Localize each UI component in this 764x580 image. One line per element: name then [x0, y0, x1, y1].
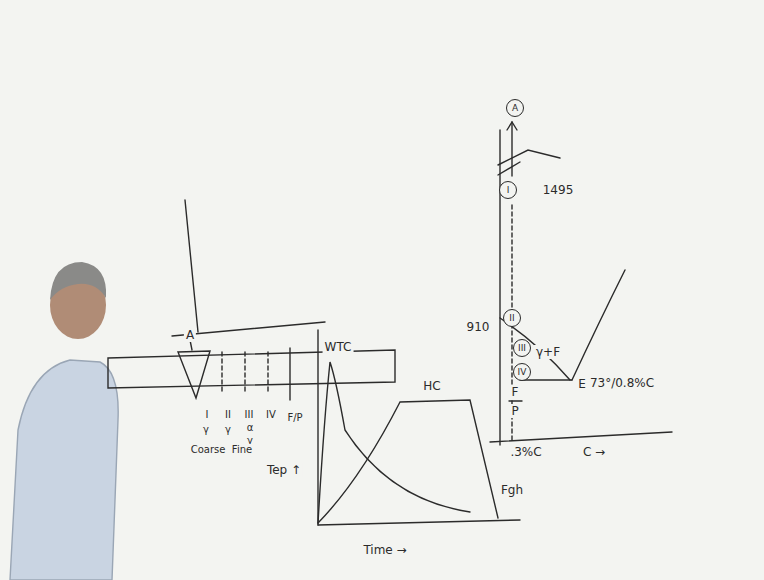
callout-circle: III: [513, 339, 531, 357]
callout-circle: A: [506, 99, 524, 117]
board-label: .3%C: [508, 445, 543, 459]
board-label: 73°/0.8%C: [588, 376, 656, 390]
board-label: Fine: [230, 444, 254, 456]
board-label: Time →: [361, 543, 408, 557]
callout-number: II: [509, 314, 514, 323]
callout-circle: I: [499, 181, 517, 199]
callout-circle: II: [503, 309, 521, 327]
board-label: HC: [421, 379, 442, 393]
callout-circle: IV: [513, 363, 531, 381]
board-label: γ: [201, 424, 211, 436]
board-label: E: [576, 377, 588, 391]
board-label: 1495: [541, 183, 576, 197]
callout-number: III: [518, 344, 526, 353]
board-label: γ: [223, 424, 233, 436]
board-label: Coarse: [189, 444, 228, 456]
board-label: WTC: [323, 340, 354, 354]
board-label: Tep ↑: [265, 463, 303, 477]
board-label: γ+F: [534, 345, 562, 359]
board-label: C →: [581, 445, 607, 459]
board-label: A: [184, 328, 196, 342]
board-label: F: [510, 385, 521, 399]
board-label: F/P: [285, 412, 304, 424]
callout-number: A: [512, 104, 518, 113]
board-label: IV: [264, 409, 278, 421]
board-label: Fgh: [499, 483, 525, 497]
board-label: I: [204, 409, 211, 421]
board-label: III: [243, 409, 256, 421]
board-label: 910: [465, 320, 492, 334]
callout-number: I: [507, 186, 510, 195]
callout-number: IV: [518, 368, 527, 377]
board-label: II: [223, 409, 233, 421]
board-label: α: [245, 422, 256, 434]
board-label: P: [509, 404, 520, 418]
